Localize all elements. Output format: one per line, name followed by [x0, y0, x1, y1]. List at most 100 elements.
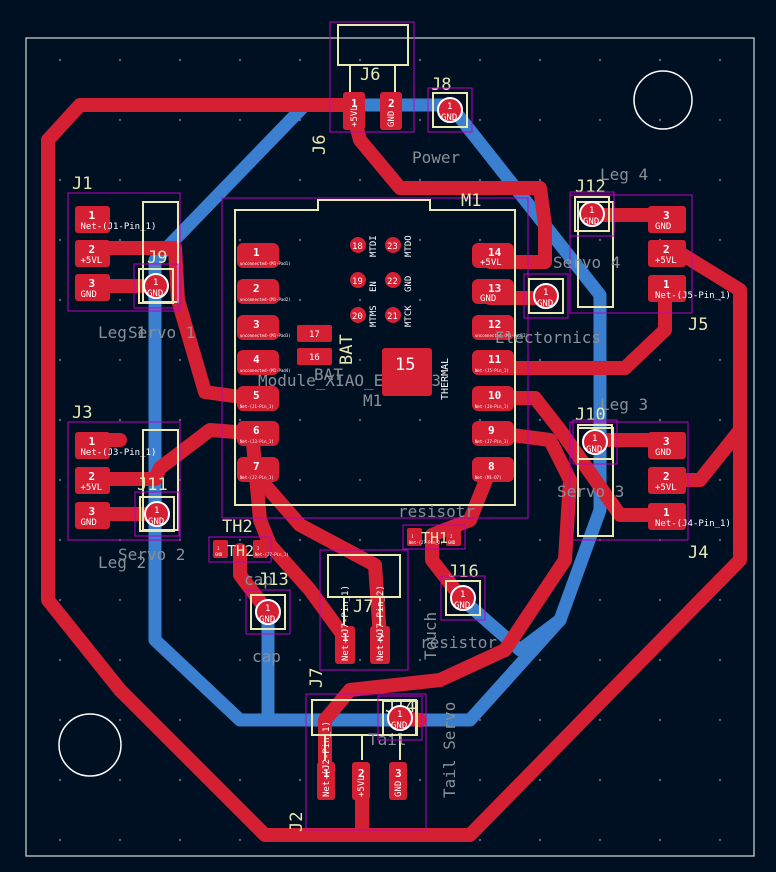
j2-pad-net: +5VL [357, 775, 367, 797]
resistor-top-label: resisotr [398, 502, 475, 521]
j5-pad-number: 1 [663, 278, 670, 291]
mcu-right-pad-net: Net-(J4-Pin_1) [475, 404, 509, 409]
bat-pad-number: 17 [309, 330, 320, 340]
mcu-right-pad-net: Net-(J5-Pin_1) [475, 368, 509, 373]
servo3-label: Servo 3 [557, 482, 624, 501]
test-point-number: 1 [592, 434, 597, 444]
mcu-right-pad-number: 11 [488, 353, 502, 366]
mcu-right-pad-number: 13 [488, 282, 501, 295]
j9-ref: J9 [147, 248, 167, 268]
j2-pad-number: 2 [358, 767, 365, 780]
j6-pad-1[interactable]: 1+5VL [343, 92, 365, 130]
mcu-left-pad-number: 3 [253, 318, 260, 331]
j3-pad-net: +5VL [81, 483, 103, 493]
mcu-round-pad-number: 19 [352, 277, 363, 287]
j3-pad-number: 2 [89, 470, 96, 483]
mcu-left-pad-number: 4 [253, 353, 260, 366]
board-edge [25, 37, 755, 857]
mcu-module[interactable]: M1 Module_XIAO_ESP32C3 M1 1unconnected-(… [221, 191, 529, 519]
th2-pad-number: 2 [257, 546, 260, 551]
mounting-hole-top-right [633, 70, 693, 130]
mcu-left-pad-net: unconnected-(M1-Pad3) [240, 333, 291, 338]
bat-pad-16[interactable]: 16 [297, 348, 332, 365]
j5-pad-2[interactable]: 2+5VL [648, 240, 686, 267]
mcu-right-pad-14[interactable]: 14+5VL [472, 243, 514, 268]
mcu-left-pad-3[interactable]: 3 unconnected-(M1-Pad3) [237, 315, 291, 340]
j4-pad-2[interactable]: 2+5VL [648, 467, 686, 494]
j1-pad-number: 3 [89, 277, 96, 290]
test-point-number: 1 [543, 288, 548, 298]
tail-servo-label: Tail Servo [440, 702, 459, 798]
bat-pad-17[interactable]: 17 [297, 325, 332, 342]
mcu-round-pad-number: 22 [387, 277, 398, 287]
mcu-round-pad-label: MTDO [404, 235, 414, 257]
mcu-round-pad-number: 21 [387, 312, 398, 322]
j1-pad-2[interactable]: 2+5VL [75, 240, 110, 267]
j1-pad-net: +5VL [81, 256, 103, 266]
mcu-right-pad-net: GND [480, 294, 496, 304]
j3-pad-2[interactable]: 2+5VL [75, 467, 110, 494]
th2-inner-ref: TH2 [227, 542, 254, 560]
th2-ref: TH2 [222, 517, 253, 537]
mcu-round-pad-label: MTMS [369, 305, 379, 327]
mounting-hole-bottom-left [58, 713, 122, 777]
j1-ref: J1 [72, 174, 92, 194]
thermal-pad[interactable]: 15 THERMAL [382, 348, 451, 400]
j2-pad-2[interactable]: 2+5VL [352, 762, 370, 800]
j1-pad-net: Net-(J1-Pin_1) [81, 222, 157, 232]
